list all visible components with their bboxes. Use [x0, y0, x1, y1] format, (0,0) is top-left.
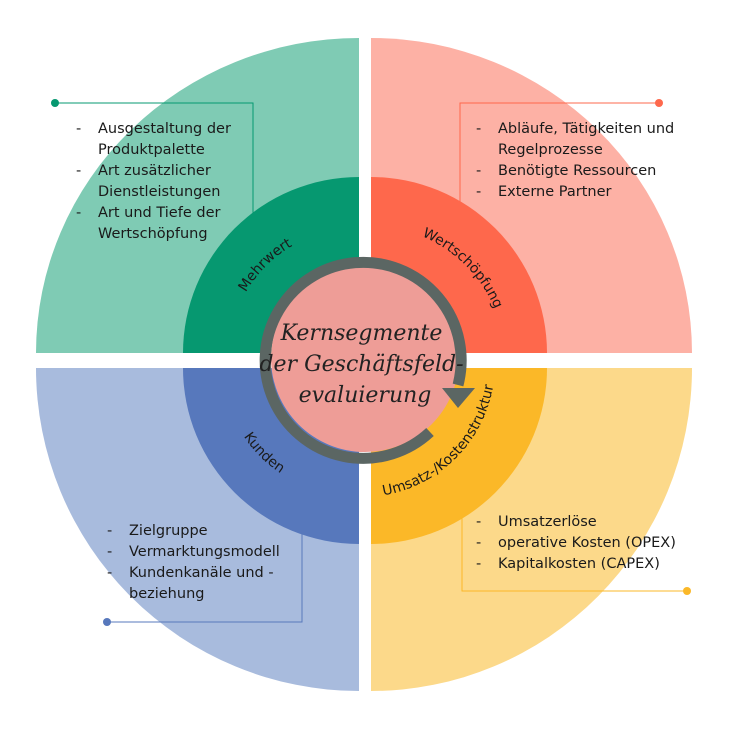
- center-title-line-3: evaluierung: [299, 383, 432, 408]
- list-mehrwert: Ausgestaltung der Produktpalette Art zus…: [76, 119, 246, 245]
- list-kunden: Zielgruppe Vermarktungsmodell Kundenkanä…: [107, 521, 297, 605]
- list-item: operative Kosten (OPEX): [476, 533, 706, 554]
- connector-mehrwert: [51, 99, 254, 244]
- center-ring-arrow-track: [259, 256, 467, 464]
- list-item: Vermarktungsmodell: [107, 542, 297, 563]
- list-item: Abläufe, Tätigkeiten und Regelprozesse: [476, 119, 676, 161]
- list-item: Kundenkanäle und -beziehung: [107, 563, 297, 605]
- list-item: Kapitalkosten (CAPEX): [476, 554, 706, 575]
- list-item: Ausgestaltung der Produktpalette: [76, 119, 246, 161]
- list-item: Zielgruppe: [107, 521, 297, 542]
- connector-dot-kunden: [103, 618, 111, 626]
- list-wertschoepfung: Abläufe, Tätigkeiten und Regelprozesse B…: [476, 119, 676, 203]
- list-item: Art und Tiefe der Wertschöpfung: [76, 203, 246, 245]
- list-item: Externe Partner: [476, 182, 676, 203]
- connector-wertschoepfung: [459, 99, 663, 214]
- center-circle: [271, 264, 459, 452]
- connector-kunden: [103, 505, 303, 626]
- connector-dot-mehrwert: [51, 99, 59, 107]
- connector-umsatz: [461, 496, 691, 595]
- ring-arrow-head: [442, 388, 475, 408]
- center-title-line-1: Kernsegmente: [280, 321, 443, 346]
- list-umsatz: Umsatzerlöse operative Kosten (OPEX) Kap…: [476, 512, 706, 575]
- connector-dot-wertschoepfung: [655, 99, 663, 107]
- connector-dot-umsatz: [683, 587, 691, 595]
- list-item: Benötigte Ressourcen: [476, 161, 676, 182]
- center-title-line-2: der Geschäftsfeld-: [259, 352, 463, 377]
- list-item: Art zusätzlicher Dienstleistungen: [76, 161, 246, 203]
- list-item: Umsatzerlöse: [476, 512, 706, 533]
- svg-text:Kernsegmente der Geschäfts: Kernsegmente der Geschäftsfeld- evaluier…: [259, 321, 470, 408]
